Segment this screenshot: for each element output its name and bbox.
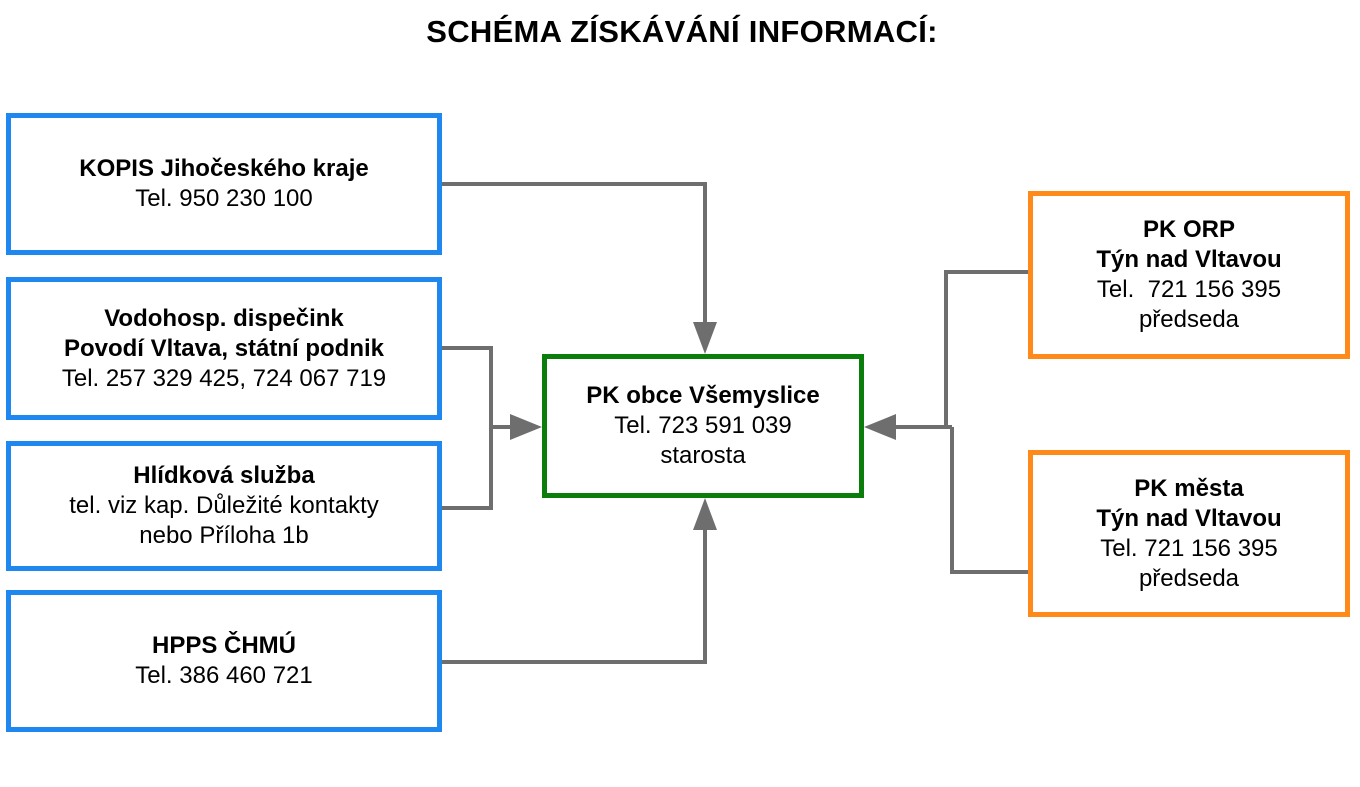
box-pk-orp-role: předseda [1138,306,1240,333]
box-kopis-name: KOPIS Jihočeského kraje [79,155,369,182]
box-hlidka-phone: tel. viz kap. Důležité kontakty [69,492,379,519]
connector-pk-mesta [950,427,1028,574]
box-pk-orp-phone: Tel. 721 156 395 [1096,276,1282,303]
box-pk-mesta-role: předseda [1138,564,1240,592]
connector-hpps [442,526,707,664]
box-vodohosp: Vodohosp. dispečink Povodí Vltava, státn… [6,277,442,420]
box-hpps-phone: Tel. 386 460 721 [135,662,313,689]
box-pk-obec-role: starosta [660,442,746,469]
box-pk-obec-phone: Tel. 723 591 039 [614,412,792,439]
box-pk-orp-name: PK ORP [1142,216,1235,243]
box-pk-mesta-place: Týn nad Vltavou [1096,504,1282,532]
box-vodohosp-name: Vodohosp. dispečink [104,304,344,332]
box-vodohosp-phone: Tel. 257 329 425, 724 067 719 [61,364,387,392]
box-pk-orp-place: Týn nad Vltavou [1096,246,1282,273]
diagram-title: SCHÉMA ZÍSKÁVÁNÍ INFORMACÍ: [426,14,938,49]
box-pk-obec-name: PK obce Všemyslice [586,382,820,409]
box-pk-mesta: PK města Týn nad Vltavou Tel. 721 156 39… [1028,450,1350,617]
box-hlidka-note: nebo Příloha 1b [139,522,309,549]
box-hlidka: Hlídková služba tel. viz kap. Důležité k… [6,441,442,571]
arrow-down-icon [693,322,717,354]
box-hpps-name: HPPS ČHMÚ [151,632,296,659]
arrow-right-icon [510,414,542,440]
arrow-up-icon [693,498,717,530]
connector-kopis [442,182,707,328]
box-pk-mesta-name: PK města [1134,474,1244,502]
connector-vodohosp [442,346,493,510]
box-pk-obec: PK obce Všemyslice Tel. 723 591 039 star… [542,354,864,498]
connector-pk-orp [944,270,1028,427]
box-hpps: HPPS ČHMÚ Tel. 386 460 721 [6,590,442,732]
box-kopis: KOPIS Jihočeského kraje Tel. 950 230 100 [6,113,442,255]
box-kopis-phone: Tel. 950 230 100 [135,185,313,212]
box-pk-orp: PK ORP Týn nad Vltavou Tel. 721 156 395 … [1028,191,1350,359]
box-vodohosp-org: Povodí Vltava, státní podnik [63,334,385,362]
box-hlidka-name: Hlídková služba [133,462,315,489]
box-pk-mesta-phone: Tel. 721 156 395 [1100,534,1278,562]
arrow-left-icon [864,414,896,440]
